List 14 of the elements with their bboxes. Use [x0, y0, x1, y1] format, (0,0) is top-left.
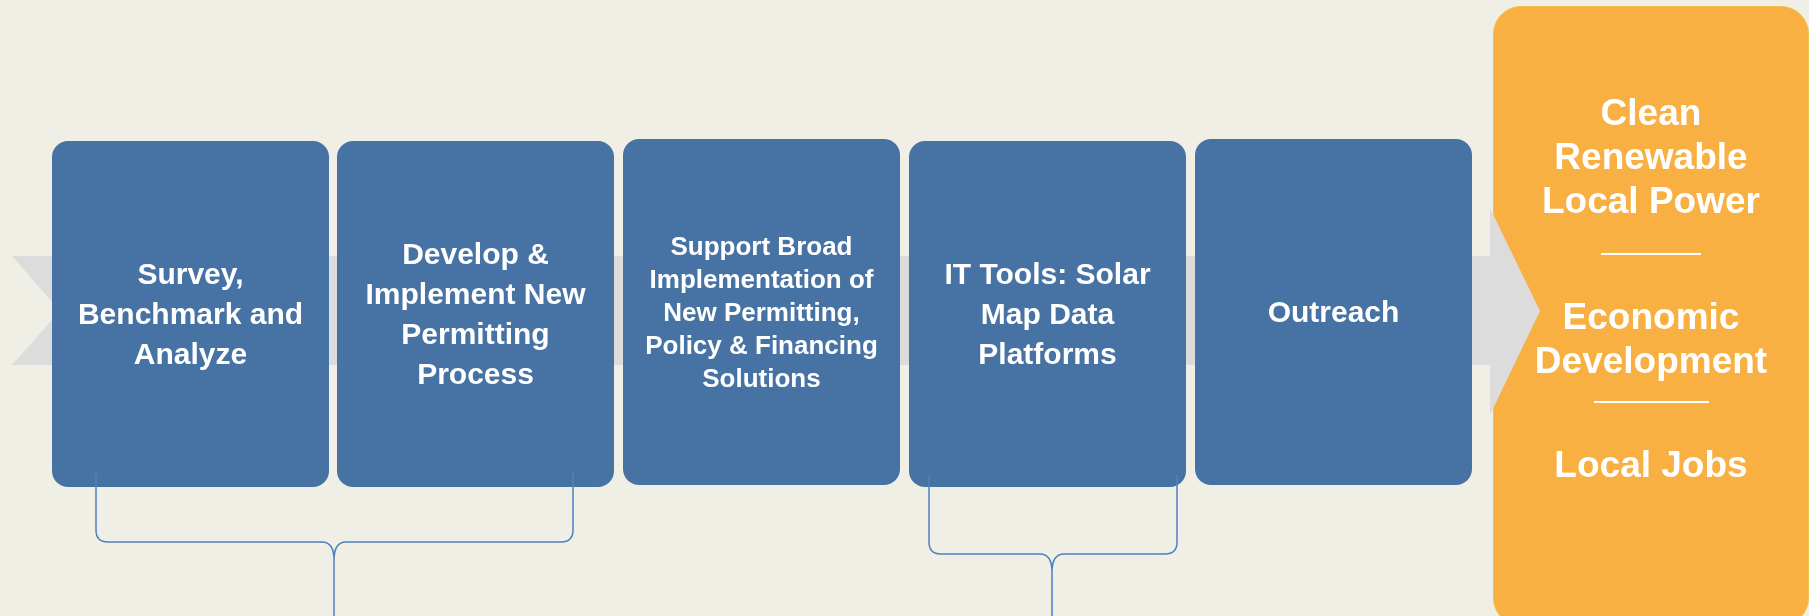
outcome-panel: [1493, 6, 1809, 616]
step-box: [52, 141, 329, 487]
step-label: Survey, Benchmark and Analyze: [76, 256, 305, 372]
step-box: [337, 141, 614, 487]
step-box: [1195, 139, 1472, 485]
outcome-label: Local Jobs: [1554, 443, 1748, 487]
step-box: [623, 139, 900, 485]
step-box: [909, 141, 1186, 487]
outcome-label: Clean Renewable Local Power: [1541, 91, 1761, 223]
step-label: IT Tools: Solar Map Data Platforms: [943, 256, 1152, 372]
step-label: Develop & Implement New Permitting Process: [364, 236, 587, 392]
step-label: Support Broad Implementation of New Permitting, Policy & Financing Solutions: [644, 229, 879, 395]
outcome-label: Economic Development: [1533, 295, 1769, 383]
step-label: Outreach: [1267, 294, 1400, 330]
